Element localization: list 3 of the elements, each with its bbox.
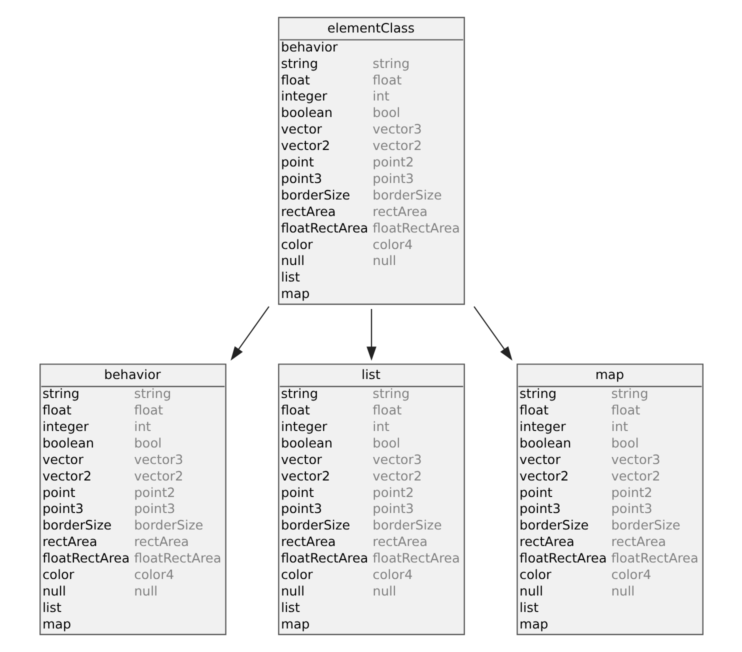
arrow: [230, 306, 269, 361]
arrow: [366, 309, 376, 361]
arrow: [473, 306, 512, 361]
